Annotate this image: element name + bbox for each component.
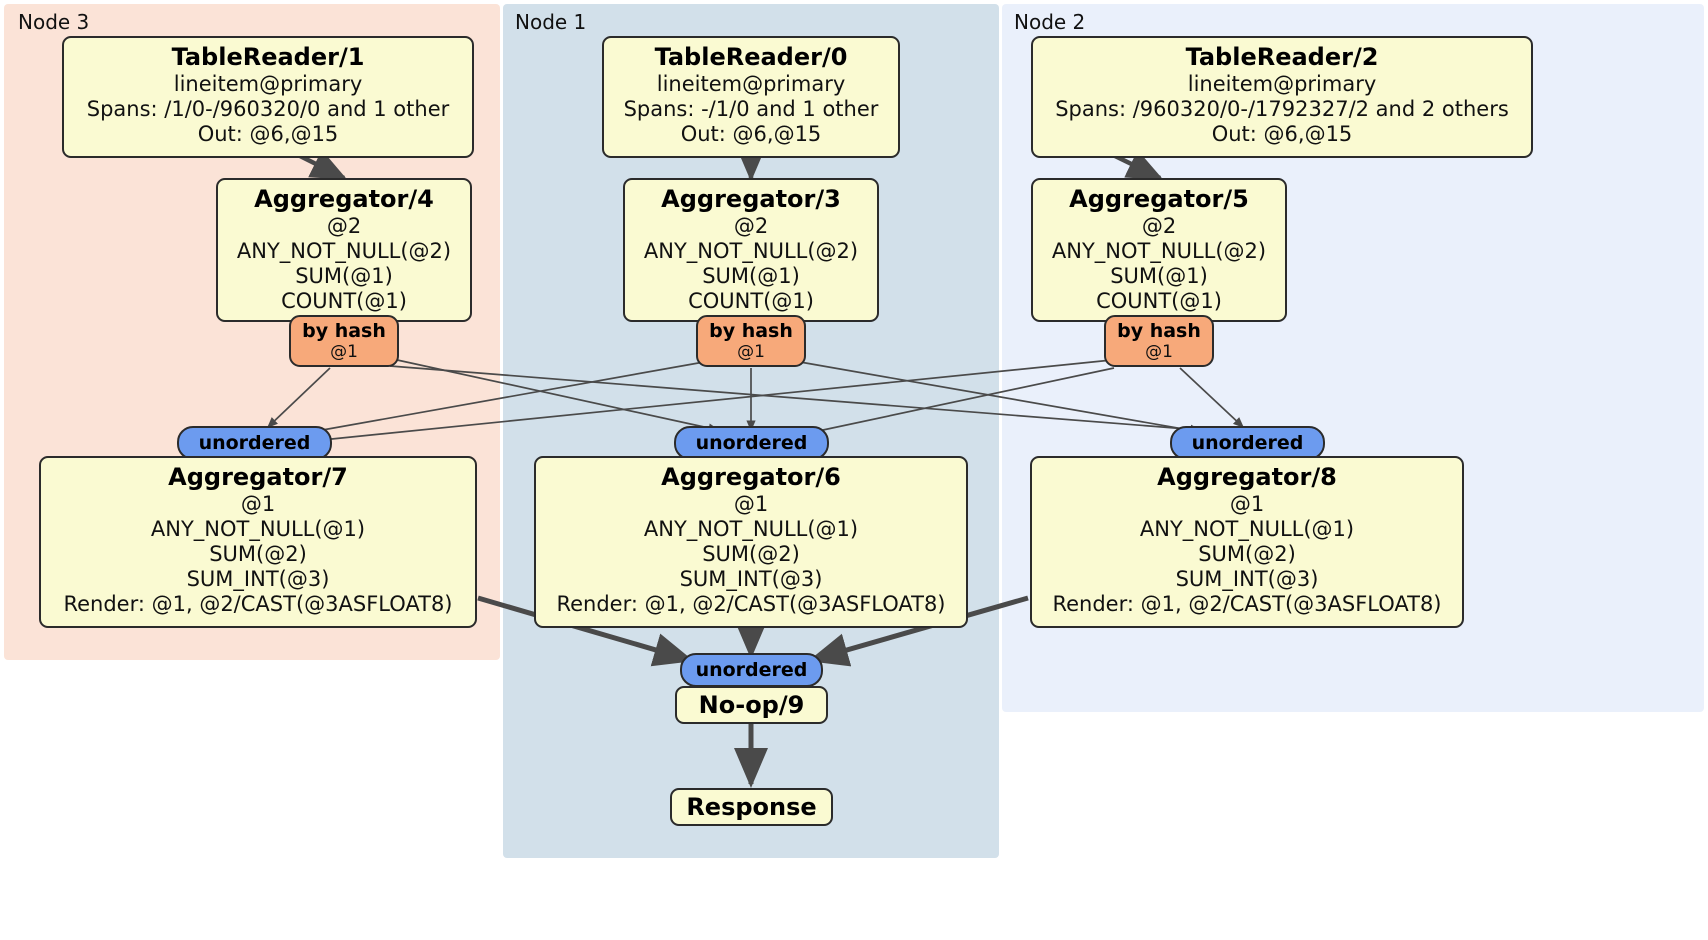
processor-box-aggregator-6[interactable]: Aggregator/6 @1 ANY_NOT_NULL(@1) SUM(@2)… [534, 456, 968, 628]
box-title: Aggregator/7 [168, 463, 348, 491]
box-title: TableReader/0 [654, 43, 848, 71]
box-line: SUM(@1) [295, 264, 393, 288]
processor-box-aggregator-4[interactable]: Aggregator/4 @2 ANY_NOT_NULL(@2) SUM(@1)… [216, 178, 472, 322]
box-line: ANY_NOT_NULL(@2) [643, 239, 859, 263]
processor-box-table-reader-1[interactable]: TableReader/1 lineitem@primary Spans: /1… [62, 36, 474, 158]
box-line: Render: @1, @2/CAST(@3ASFLOAT8) [63, 592, 453, 616]
processor-box-aggregator-8[interactable]: Aggregator/8 @1 ANY_NOT_NULL(@1) SUM(@2)… [1030, 456, 1464, 628]
box-line: COUNT(@1) [281, 289, 407, 313]
box-title: Response [686, 792, 817, 821]
processor-box-table-reader-0[interactable]: TableReader/0 lineitem@primary Spans: -/… [602, 36, 900, 158]
box-title: Aggregator/5 [1069, 185, 1249, 213]
box-line: lineitem@primary [656, 72, 846, 96]
box-line: Out: @6,@15 [1211, 122, 1353, 146]
box-line: ANY_NOT_NULL(@2) [1051, 239, 1267, 263]
processor-box-table-reader-2[interactable]: TableReader/2 lineitem@primary Spans: /9… [1031, 36, 1533, 158]
box-line: Render: @1, @2/CAST(@3ASFLOAT8) [1052, 592, 1442, 616]
synchronizer-label: unordered [695, 659, 808, 681]
box-title: Aggregator/4 [254, 185, 434, 213]
processor-box-noop-9[interactable]: No-op/9 [675, 686, 828, 724]
processor-box-aggregator-5[interactable]: Aggregator/5 @2 ANY_NOT_NULL(@2) SUM(@1)… [1031, 178, 1287, 322]
box-line: ANY_NOT_NULL(@1) [643, 517, 859, 541]
box-line: ANY_NOT_NULL(@2) [236, 239, 452, 263]
processor-box-response[interactable]: Response [670, 788, 833, 826]
box-title: No-op/9 [698, 690, 805, 719]
box-line: SUM_INT(@3) [679, 567, 823, 591]
box-line: SUM(@2) [1198, 542, 1296, 566]
box-title: Aggregator/8 [1157, 463, 1337, 491]
synchronizer-unordered-left[interactable]: unordered [177, 426, 332, 460]
box-title: TableReader/2 [1185, 43, 1379, 71]
box-line: ANY_NOT_NULL(@1) [150, 517, 366, 541]
box-line: @1 [733, 492, 769, 516]
box-line: Out: @6,@15 [680, 122, 822, 146]
box-line: SUM(@2) [702, 542, 800, 566]
box-line: lineitem@primary [1187, 72, 1377, 96]
hash-router-right[interactable]: by hash @1 [1104, 315, 1214, 367]
router-column: @1 [330, 342, 358, 362]
box-line: Render: @1, @2/CAST(@3ASFLOAT8) [556, 592, 946, 616]
box-line: @1 [240, 492, 276, 516]
box-line: @2 [326, 214, 362, 238]
node-label-node3: Node 3 [18, 10, 90, 34]
box-title: Aggregator/6 [661, 463, 841, 491]
synchronizer-unordered-center[interactable]: unordered [674, 426, 829, 460]
router-column: @1 [737, 342, 765, 362]
synchronizer-unordered-final[interactable]: unordered [680, 653, 823, 687]
synchronizer-unordered-right[interactable]: unordered [1170, 426, 1325, 460]
box-line: Out: @6,@15 [197, 122, 339, 146]
synchronizer-label: unordered [695, 432, 808, 454]
box-line: SUM(@2) [209, 542, 307, 566]
box-line: Spans: /1/0-/960320/0 and 1 other [86, 97, 450, 121]
router-label: by hash [709, 320, 793, 342]
router-label: by hash [302, 320, 386, 342]
box-line: @2 [733, 214, 769, 238]
hash-router-left[interactable]: by hash @1 [289, 315, 399, 367]
hash-router-center[interactable]: by hash @1 [696, 315, 806, 367]
router-column: @1 [1145, 342, 1173, 362]
box-line: COUNT(@1) [688, 289, 814, 313]
box-line: ANY_NOT_NULL(@1) [1139, 517, 1355, 541]
processor-box-aggregator-3[interactable]: Aggregator/3 @2 ANY_NOT_NULL(@2) SUM(@1)… [623, 178, 879, 322]
box-title: TableReader/1 [171, 43, 365, 71]
box-line: COUNT(@1) [1096, 289, 1222, 313]
box-line: Spans: /960320/0-/1792327/2 and 2 others [1055, 97, 1509, 121]
synchronizer-label: unordered [1191, 432, 1304, 454]
processor-box-aggregator-7[interactable]: Aggregator/7 @1 ANY_NOT_NULL(@1) SUM(@2)… [39, 456, 477, 628]
box-line: SUM(@1) [702, 264, 800, 288]
box-line: SUM_INT(@3) [186, 567, 330, 591]
box-line: SUM_INT(@3) [1175, 567, 1319, 591]
box-line: Spans: -/1/0 and 1 other [623, 97, 879, 121]
node-label-node1: Node 1 [515, 10, 587, 34]
box-line: lineitem@primary [173, 72, 363, 96]
box-line: @2 [1141, 214, 1177, 238]
box-line: @1 [1229, 492, 1265, 516]
box-line: SUM(@1) [1110, 264, 1208, 288]
synchronizer-label: unordered [198, 432, 311, 454]
router-label: by hash [1117, 320, 1201, 342]
node-label-node2: Node 2 [1014, 10, 1086, 34]
box-title: Aggregator/3 [661, 185, 841, 213]
